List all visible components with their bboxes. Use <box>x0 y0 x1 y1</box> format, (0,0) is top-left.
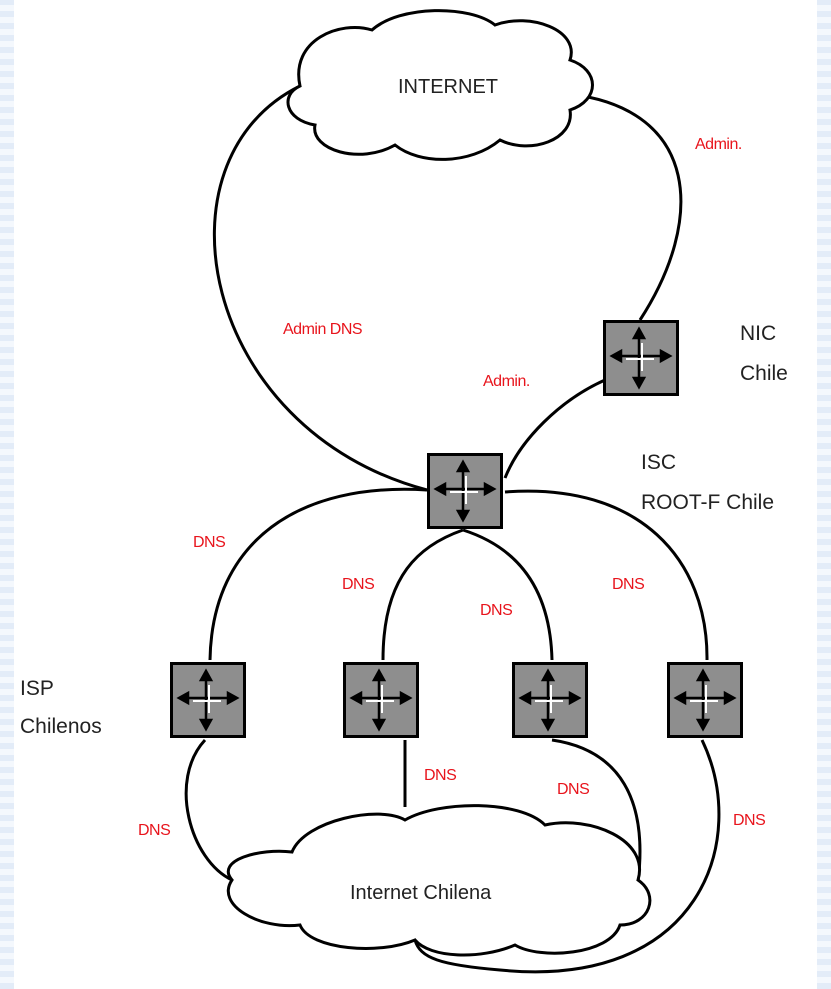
cloud-internet-label: INTERNET <box>398 76 498 98</box>
router-arrows-icon <box>673 668 737 732</box>
edge-label-dns-isp2-cloud: DNS <box>424 767 457 784</box>
router-isp-2[interactable] <box>343 662 419 738</box>
router-arrows-icon <box>176 668 240 732</box>
cloud-icon <box>226 804 652 957</box>
left-background-strip <box>0 0 14 989</box>
link-isp3-cloud <box>551 738 642 883</box>
router-isp-4[interactable] <box>667 662 743 738</box>
edge-label-dns-isp2: DNS <box>342 576 375 593</box>
edge-label-dns-isp3: DNS <box>480 602 513 619</box>
link-internet-isc <box>212 84 428 492</box>
cloud-icon <box>286 9 594 161</box>
link-isc-isp4 <box>504 489 709 661</box>
router-arrows-icon <box>609 326 673 390</box>
router-isp-3[interactable] <box>512 662 588 738</box>
edge-label-admin-nic-isc: Admin. <box>483 373 530 390</box>
link-isc-isp3 <box>462 528 554 661</box>
node-label-root-f-chile: ROOT-F Chile <box>641 491 775 514</box>
link-isc-isp1 <box>208 487 428 661</box>
link-isp1-cloud <box>184 738 233 882</box>
edge-label-admin-dns: Admin DNS <box>283 321 363 338</box>
node-label-isp: ISP <box>20 677 54 700</box>
link-internet-nic <box>569 92 683 321</box>
right-background-strip <box>817 0 831 989</box>
link-nic-isc <box>503 378 606 479</box>
router-nic-chile[interactable] <box>603 320 679 396</box>
router-isp-1[interactable] <box>170 662 246 738</box>
edge-label-dns-isp1: DNS <box>193 534 226 551</box>
edge-label-dns-isp4: DNS <box>612 576 645 593</box>
link-isp4-cloud <box>413 739 721 974</box>
node-label-chile: Chile <box>740 362 788 385</box>
router-isc-root-f[interactable] <box>427 453 503 529</box>
link-isc-isp2 <box>381 528 464 661</box>
node-label-nic: NIC <box>740 322 777 345</box>
router-arrows-icon <box>433 459 497 523</box>
router-arrows-icon <box>349 668 413 732</box>
cloud-internet-chilena-label: Internet Chilena <box>350 882 492 904</box>
edge-label-admin-internet-nic: Admin. <box>695 136 742 153</box>
node-label-isc: ISC <box>641 451 677 474</box>
edge-label-dns-isp4-cloud: DNS <box>733 812 766 829</box>
edge-label-dns-isp1-cloud: DNS <box>138 822 171 839</box>
edge-label-dns-isp3-cloud: DNS <box>557 781 590 798</box>
node-label-chilenos: Chilenos <box>20 715 102 738</box>
router-arrows-icon <box>518 668 582 732</box>
